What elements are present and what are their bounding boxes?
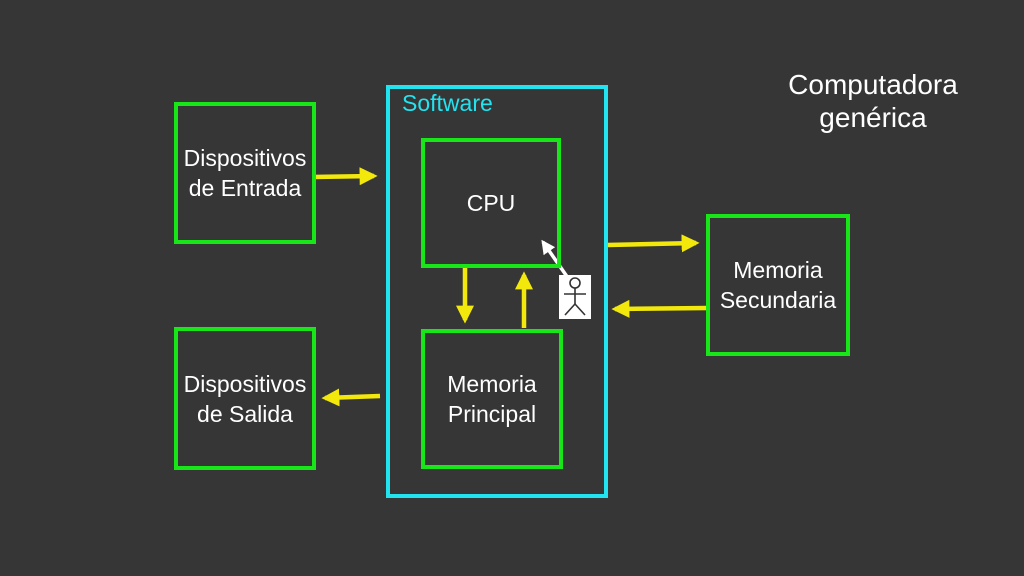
software-label: Software [402, 90, 493, 116]
output-devices-label: Dispositivos de Salida [183, 370, 307, 427]
diagram-title: Computadora genérica [788, 69, 958, 133]
arrow-software-to-secondary-memory [606, 234, 700, 253]
output-devices-box: Dispositivos de Salida [174, 327, 316, 470]
arrow-input-to-software [311, 167, 378, 186]
arrow-software-to-output [321, 388, 381, 407]
secondary-memory-label: Memoria Secundaria [719, 257, 837, 313]
main-memory-box: Memoria Principal [421, 329, 563, 469]
user-stick-figure-icon [559, 275, 591, 319]
secondary-memory-box: Memoria Secundaria [706, 214, 850, 356]
input-devices-box: Dispositivos de Entrada [174, 102, 316, 244]
main-memory-label: Memoria Principal [447, 371, 537, 427]
software-container [386, 85, 608, 498]
input-devices-label: Dispositivos de Entrada [183, 145, 307, 201]
cpu-label: CPU [466, 190, 516, 216]
cpu-box: CPU [421, 138, 561, 268]
arrow-secondary-memory-to-software [611, 299, 709, 318]
